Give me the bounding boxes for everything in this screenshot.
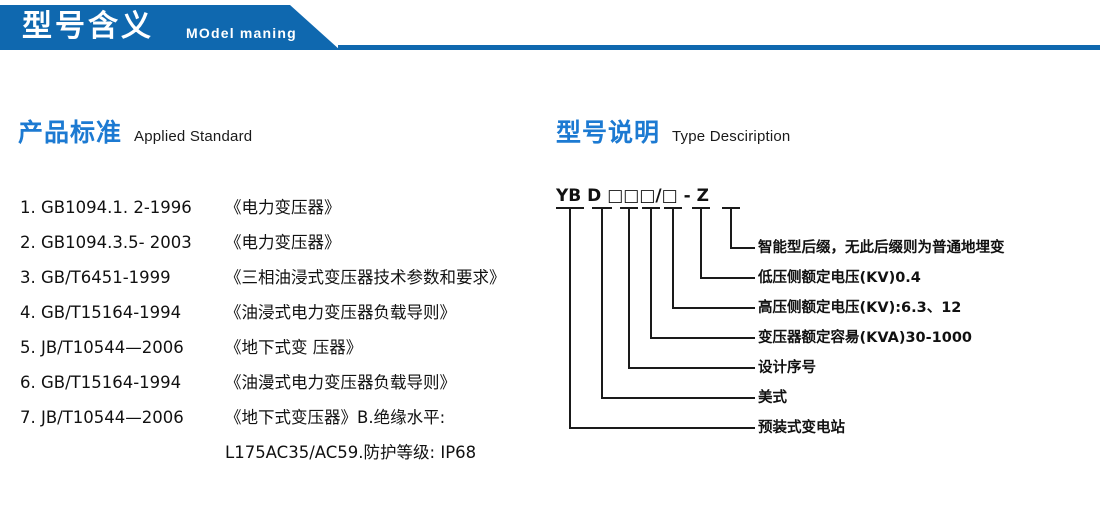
standard-code: 4. GB/T15164-1994 bbox=[20, 303, 182, 322]
standard-name: 《三相油浸式变压器技术参数和要求》 bbox=[225, 268, 506, 287]
diagram-label-hv-voltage: 高压侧额定电压(KV):6.3、12 bbox=[758, 300, 962, 316]
standards-list: 1. GB1094.1. 2-1996 《电力变压器》 2. GB1094.3.… bbox=[20, 190, 550, 470]
diagram-label-american-type: 美式 bbox=[758, 390, 787, 406]
diagram-label-prefab-substation: 预装式变电站 bbox=[758, 420, 845, 436]
standard-name-continuation: L175AC35/AC59.防护等级: IP68 bbox=[225, 443, 477, 462]
section-heading-type-description: 型号说明 Type Desciription bbox=[556, 113, 790, 149]
list-item: 1. GB1094.1. 2-1996 《电力变压器》 bbox=[20, 190, 550, 225]
list-item: 7. JB/T10544—2006 《地下式变压器》B.绝缘水平: bbox=[20, 400, 550, 435]
page-header: 型号含义 MOdel maning bbox=[0, 0, 1100, 56]
list-item: 4. GB/T15164-1994 《油浸式电力变压器负载导则》 bbox=[20, 295, 550, 330]
diagram-label-design-serial: 设计序号 bbox=[758, 360, 816, 376]
header-title-cn: 型号含义 bbox=[22, 9, 154, 44]
diagram-label-rated-capacity: 变压器额定容昜(KVA)30-1000 bbox=[758, 330, 973, 346]
standard-name: 《油漫式电力变压器负载导则》 bbox=[225, 373, 456, 392]
standard-name: 《油浸式电力变压器负载导则》 bbox=[225, 303, 456, 322]
standard-code: 5. JB/T10544—2006 bbox=[20, 338, 184, 357]
standard-code: 1. GB1094.1. 2-1996 bbox=[20, 198, 192, 217]
standard-name: 《地下式变压器》B.绝缘水平: bbox=[225, 408, 446, 427]
standard-code: 3. GB/T6451-1999 bbox=[20, 268, 171, 287]
list-item: 2. GB1094.3.5- 2003 《电力变压器》 bbox=[20, 225, 550, 260]
standard-name: 《电力变压器》 bbox=[225, 198, 341, 217]
section-heading-en: Applied Standard bbox=[134, 128, 253, 145]
header-banner-shape bbox=[0, 5, 340, 50]
standard-name: 《地下式变 压器》 bbox=[225, 338, 363, 357]
leader-lines bbox=[556, 207, 755, 429]
section-heading-cn: 产品标准 bbox=[18, 118, 123, 147]
model-code-text: YB D □□□/□ - Z bbox=[556, 186, 709, 206]
section-heading-applied-standard: 产品标准 Applied Standard bbox=[18, 113, 252, 149]
standard-name: 《电力变压器》 bbox=[225, 233, 341, 252]
standard-code: 2. GB1094.3.5- 2003 bbox=[20, 233, 192, 252]
diagram-label-lv-voltage: 低压侧额定电压(KV)0.4 bbox=[758, 270, 921, 286]
standard-code: 7. JB/T10544—2006 bbox=[20, 408, 184, 427]
list-item: 5. JB/T10544—2006 《地下式变 压器》 bbox=[20, 330, 550, 365]
standard-code: 6. GB/T15164-1994 bbox=[20, 373, 182, 392]
header-title-en: MOdel maning bbox=[186, 25, 297, 41]
diagram-label-smart-suffix: 智能型后缀，无此后缀则为普通地埋变 bbox=[758, 240, 1005, 256]
list-item: 6. GB/T15164-1994 《油漫式电力变压器负载导则》 bbox=[20, 365, 550, 400]
section-heading-cn: 型号说明 bbox=[556, 118, 661, 147]
header-rule bbox=[338, 45, 1100, 50]
section-heading-en: Type Desciription bbox=[672, 128, 791, 145]
list-item: 3. GB/T6451-1999 《三相油浸式变压器技术参数和要求》 bbox=[20, 260, 550, 295]
model-code-diagram: YB D □□□/□ - Z 智能型后缀，无此后缀 bbox=[550, 186, 1100, 436]
